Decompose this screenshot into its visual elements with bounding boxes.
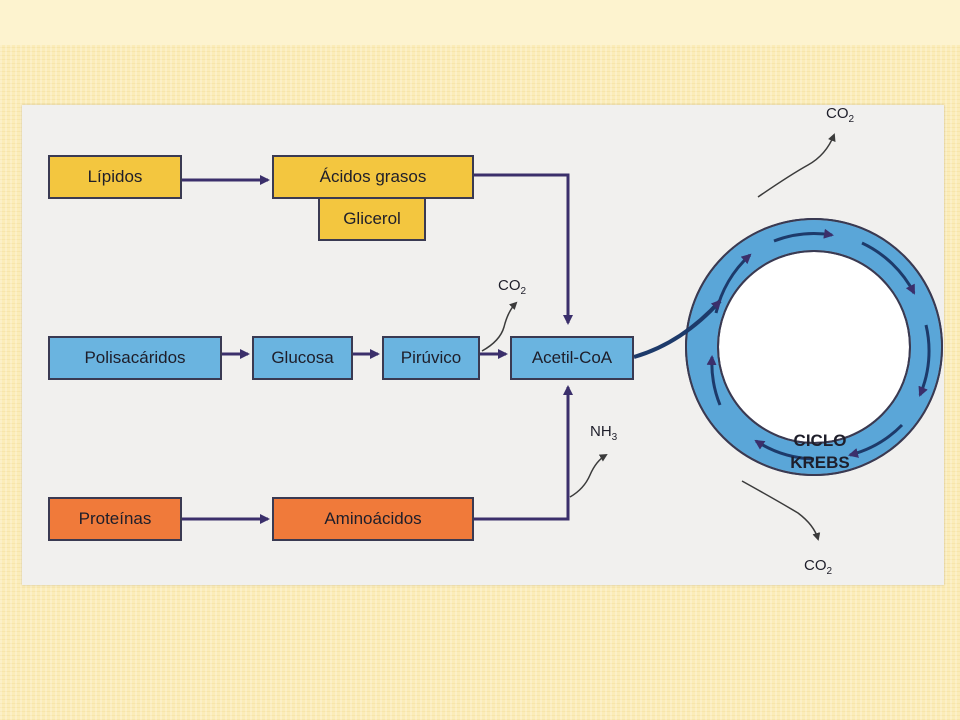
krebs-cycle-label: CICLO KREBS [760, 430, 880, 474]
arrow-aminoacidos-acetil [474, 385, 573, 521]
node-polisacaridos: Polisacáridos [48, 336, 222, 380]
arrow-co2-cycle-top [757, 133, 836, 198]
node-lipidos: Lípidos [48, 155, 182, 199]
arrow-nh3-aminoacidos [569, 453, 608, 498]
krebs-label-line2: KREBS [790, 453, 850, 472]
label-co2-cycle-bottom: CO2 [804, 557, 833, 577]
label-nh3-aminoacidos: NH3 [590, 423, 618, 443]
node-glucosa: Glucosa [252, 336, 353, 380]
metabolism-figure: Lípidos Ácidos grasos Glicerol Polisacár… [22, 105, 944, 585]
arrow-acidos-acetil [474, 173, 573, 325]
node-aminoacidos: Aminoácidos [272, 497, 474, 541]
node-acetil-coa: Acetil-CoA [510, 336, 634, 380]
node-acidos-grasos: Ácidos grasos [272, 155, 474, 199]
node-glicerol: Glicerol [318, 197, 426, 241]
arrow-co2-piruvico [481, 301, 518, 352]
label-co2-piruvico: CO2 [498, 277, 527, 297]
krebs-ring [685, 218, 943, 476]
node-piruvico: Pirúvico [382, 336, 480, 380]
krebs-label-line1: CICLO [793, 431, 847, 450]
label-co2-cycle-top: CO2 [826, 105, 855, 125]
arrow-acetil-krebs [633, 299, 722, 359]
arrow-co2-cycle-bottom [741, 480, 821, 541]
slide-top-band [0, 0, 960, 45]
node-proteinas: Proteínas [48, 497, 182, 541]
arrows-layer [182, 133, 943, 541]
